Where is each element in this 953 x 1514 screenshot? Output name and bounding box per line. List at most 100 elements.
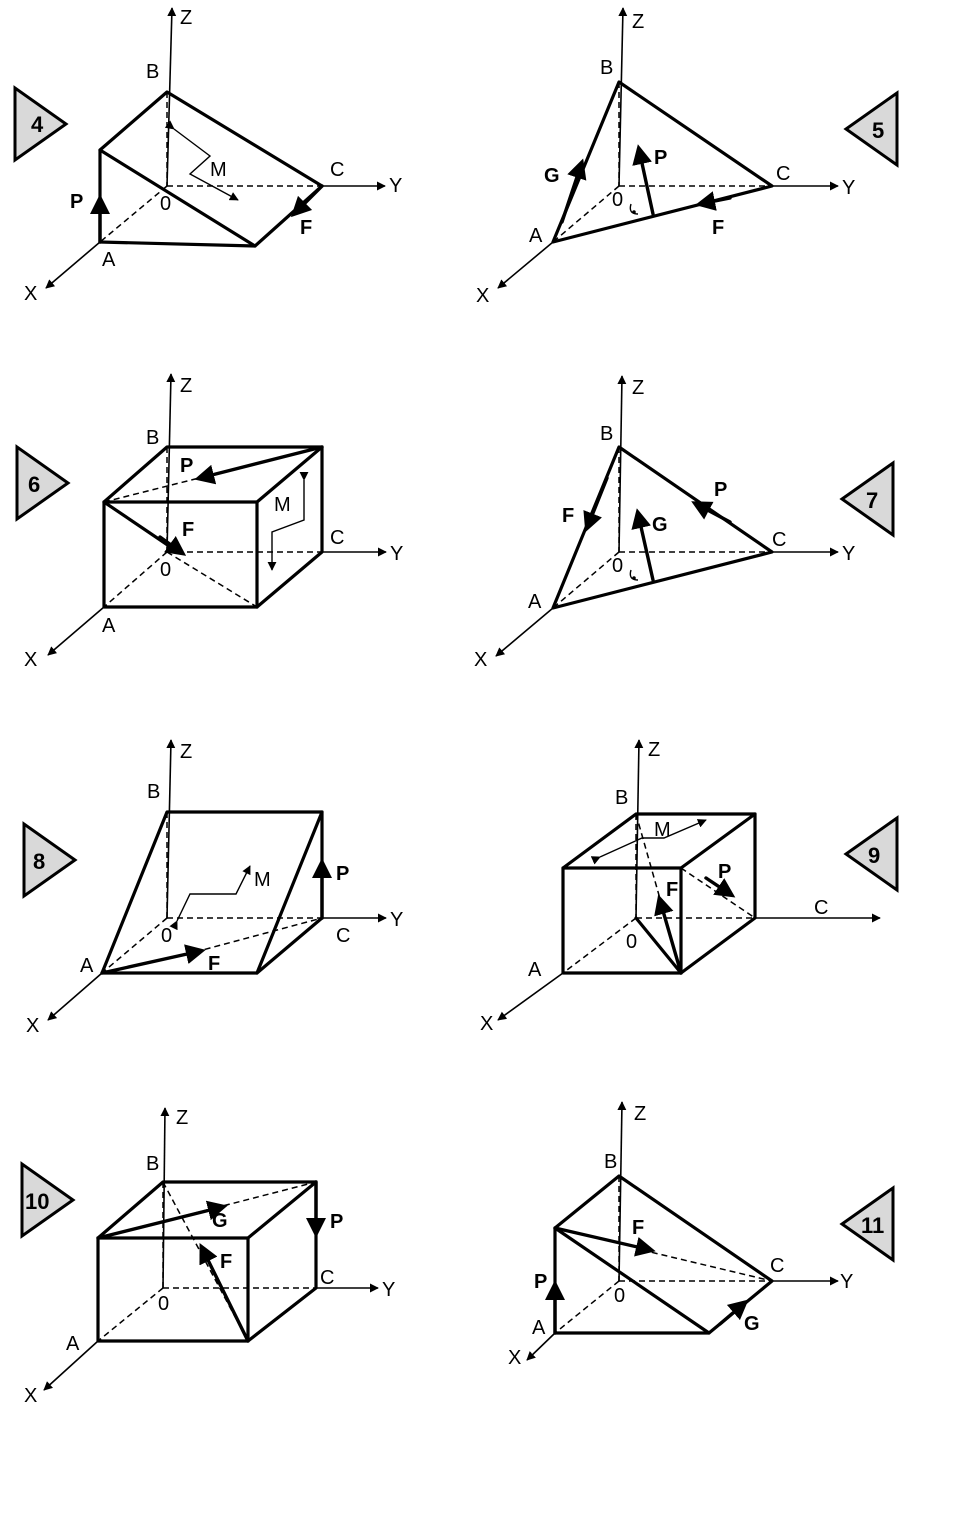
figure-7-axes: Z Y X <box>474 375 855 671</box>
figure-11-axis-x: X <box>508 1347 521 1369</box>
figure-7-axis-y: Y <box>842 543 855 565</box>
figure-6-axis-z: Z <box>180 375 192 397</box>
figure-11-axis-y: Y <box>840 1271 853 1293</box>
figure-6-number: 6 <box>28 472 40 497</box>
figure-5-force-p: P <box>654 147 667 169</box>
figure-6-point-b: B <box>146 427 159 449</box>
figure-5-axis-x: X <box>476 285 489 307</box>
figure-10-axis-y: Y <box>382 1279 395 1301</box>
figure-10-axis-x: X <box>24 1385 37 1407</box>
figure-8-body <box>100 810 324 975</box>
figure-10: 10 Z Y X G F P B <box>20 1107 395 1407</box>
figure-9-point-o: 0 <box>626 931 637 953</box>
figure-6-axes: Z Y X <box>24 373 403 671</box>
figure-5-point-o: 0 <box>612 189 623 211</box>
figure-7-badge: 7 <box>839 460 895 538</box>
figure-7-axis-z: Z <box>632 377 644 399</box>
figure-9-point-c: C <box>814 897 828 919</box>
figure-4-points: B C 0 A <box>102 61 344 271</box>
figure-9-axis-x: X <box>480 1013 493 1035</box>
figure-11-point-c: C <box>770 1255 784 1277</box>
figure-8-number: 8 <box>33 849 45 874</box>
figure-4-axis-y: Y <box>389 175 402 197</box>
figure-9-number: 9 <box>868 843 880 868</box>
figure-6-moment-label: M <box>274 494 291 516</box>
figure-9-force-p: P <box>718 861 731 883</box>
figure-9-badge: 9 <box>843 815 899 893</box>
figure-9-point-b: B <box>615 787 628 809</box>
figure-7-point-c: C <box>772 529 786 551</box>
figure-5-axis-y: Y <box>842 177 855 199</box>
figure-10-force-p: P <box>330 1211 343 1233</box>
figure-4-point-o: 0 <box>160 193 171 215</box>
figure-4-point-c: C <box>330 159 344 181</box>
figure-6-moment: M <box>267 471 309 571</box>
figure-8-axis-z: Z <box>180 741 192 763</box>
figure-4-axis-z: Z <box>180 7 192 29</box>
figure-9: 9 Z X M F P <box>480 739 899 1035</box>
figure-6-axis-y: Y <box>390 543 403 565</box>
figure-10-forces: G F P <box>96 1180 343 1343</box>
figure-10-point-b: B <box>146 1153 159 1175</box>
figure-8-point-c: C <box>336 925 350 947</box>
figure-9-forces: F P <box>654 861 736 975</box>
figure-8-axes: Z Y X <box>26 739 403 1037</box>
figure-11: 11 Z Y X F P G B C 0 <box>508 1101 895 1369</box>
figure-8-axis-y: Y <box>390 909 403 931</box>
figure-11-force-p: P <box>534 1271 547 1293</box>
figure-11-force-g: G <box>744 1313 760 1335</box>
figure-6-axis-x: X <box>24 649 37 671</box>
figure-9-axis-z: Z <box>648 739 660 761</box>
figure-7-forces: F G P <box>562 476 732 582</box>
figure-8-moment: M <box>169 865 271 931</box>
figure-11-axis-z: Z <box>634 1103 646 1125</box>
figure-5-point-c: C <box>776 163 790 185</box>
figure-6-force-f: F <box>182 519 194 541</box>
figure-11-badge: 11 <box>839 1185 895 1263</box>
figure-9-force-f: F <box>666 879 678 901</box>
figure-4-point-a: A <box>102 249 116 271</box>
figure-5-forces: G P F <box>544 144 732 239</box>
figure-7-axis-x: X <box>474 649 487 671</box>
figure-10-point-o: 0 <box>158 1293 169 1315</box>
figure-7-force-f: F <box>562 505 574 527</box>
figure-11-force-f: F <box>632 1217 644 1239</box>
figure-5-axis-z: Z <box>632 11 644 33</box>
figure-7: 7 Z Y X F G P B C 0 <box>474 375 895 671</box>
figure-5-force-g: G <box>544 165 560 187</box>
figure-10-points: B C 0 A <box>66 1153 334 1355</box>
figure-7-point-o: 0 <box>612 555 623 577</box>
figure-11-number: 11 <box>861 1213 884 1238</box>
figure-8-axis-x: X <box>26 1015 39 1037</box>
figure-11-point-o: 0 <box>614 1285 625 1307</box>
figure-11-axes: Z Y X <box>508 1101 853 1369</box>
figure-10-point-a: A <box>66 1333 80 1355</box>
figure-11-point-b: B <box>604 1151 617 1173</box>
figure-7-point-a: A <box>528 591 542 613</box>
figure-11-points: B C 0 A <box>532 1151 784 1339</box>
figure-8-moment-label: M <box>254 869 271 891</box>
figure-8-points: B C 0 A <box>80 781 350 977</box>
figure-6-force-p: P <box>180 455 193 477</box>
figure-4-moment: M <box>164 120 239 201</box>
figure-5: 5 Z Y X G P F B C 0 <box>476 7 899 307</box>
figure-8: 8 Z Y X M P F B <box>22 739 403 1037</box>
figure-10-badge: 10 <box>20 1161 76 1239</box>
figure-6-forces: P F <box>158 445 324 556</box>
figure-8-point-o: 0 <box>161 925 172 947</box>
figure-10-point-c: C <box>320 1267 334 1289</box>
figure-6-point-o: 0 <box>160 559 171 581</box>
figure-10-force-f: F <box>220 1251 232 1273</box>
figure-10-axes: Z Y X <box>24 1107 395 1407</box>
figure-9-points: B C 0 A <box>528 787 828 981</box>
figure-7-number: 7 <box>866 488 878 513</box>
figure-10-force-g: G <box>212 1210 228 1232</box>
figure-4-number: 4 <box>31 112 44 137</box>
figure-6-badge: 6 <box>15 444 71 522</box>
figure-11-forces: F P G <box>534 1217 760 1335</box>
figure-4-forces: P F <box>70 184 324 244</box>
figure-4-force-f: F <box>300 217 312 239</box>
figure-8-point-b: B <box>147 781 160 803</box>
figure-11-point-a: A <box>532 1317 546 1339</box>
figure-6: 6 Z Y X M P F <box>15 373 403 671</box>
